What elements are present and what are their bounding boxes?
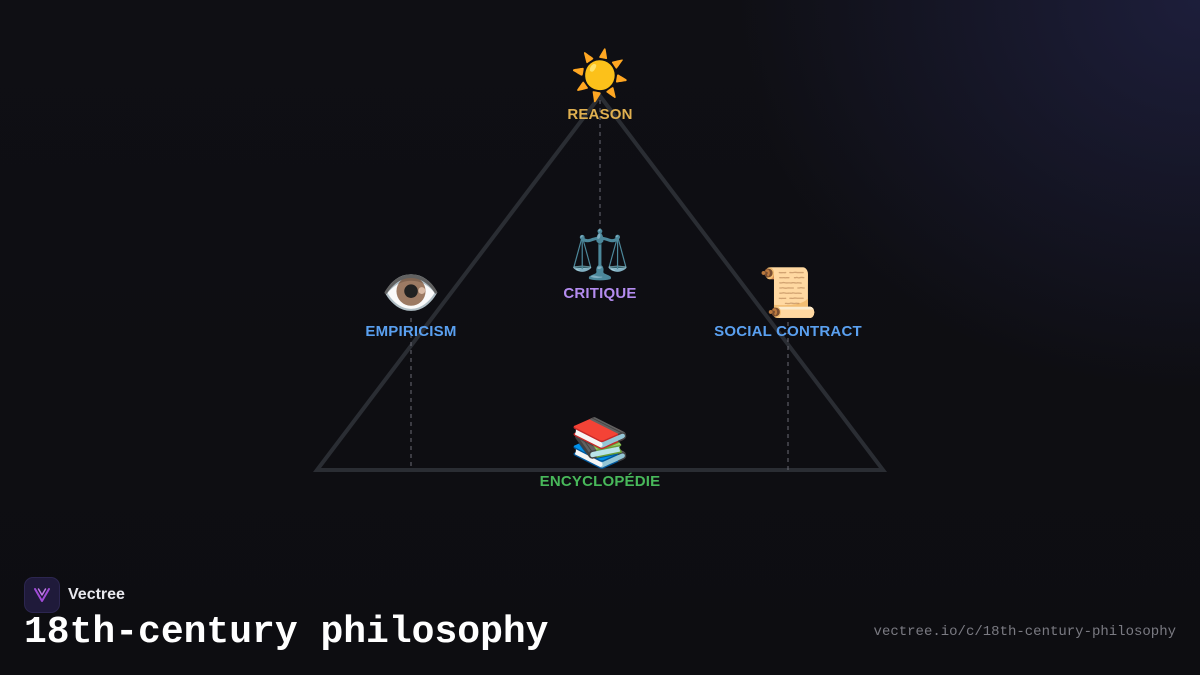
node-empiricism[interactable]: 👁️ EMPIRICISM	[365, 265, 456, 340]
node-encyclopedie[interactable]: 📚 ENCYCLOPÉDIE	[540, 415, 661, 490]
node-reason[interactable]: ☀️ REASON	[567, 48, 632, 123]
brand[interactable]: Vectree	[24, 577, 125, 613]
node-label-critique: CRITIQUE	[563, 285, 637, 302]
sun-icon: ☀️	[570, 48, 630, 104]
triangle-outline	[312, 92, 888, 472]
scales-icon: ⚖️	[570, 227, 630, 283]
scroll-icon: 📜	[758, 265, 818, 321]
eye-icon: 👁️	[381, 265, 441, 321]
page-url[interactable]: vectree.io/c/18th-century-philosophy	[873, 624, 1176, 640]
node-social-contract[interactable]: 📜 SOCIAL CONTRACT	[714, 265, 862, 340]
node-critique[interactable]: ⚖️ CRITIQUE	[563, 227, 636, 302]
vectree-logo-mark	[34, 588, 50, 602]
brand-name: Vectree	[68, 586, 125, 603]
node-label-encyclopedie: ENCYCLOPÉDIE	[539, 473, 661, 490]
node-label-social-contract: SOCIAL CONTRACT	[714, 323, 862, 340]
vectree-logo-icon	[24, 577, 60, 613]
books-icon: 📚	[570, 415, 630, 471]
page-title: 18th-century philosophy	[24, 611, 549, 654]
node-label-reason: REASON	[567, 106, 633, 123]
node-label-empiricism: EMPIRICISM	[365, 323, 457, 340]
